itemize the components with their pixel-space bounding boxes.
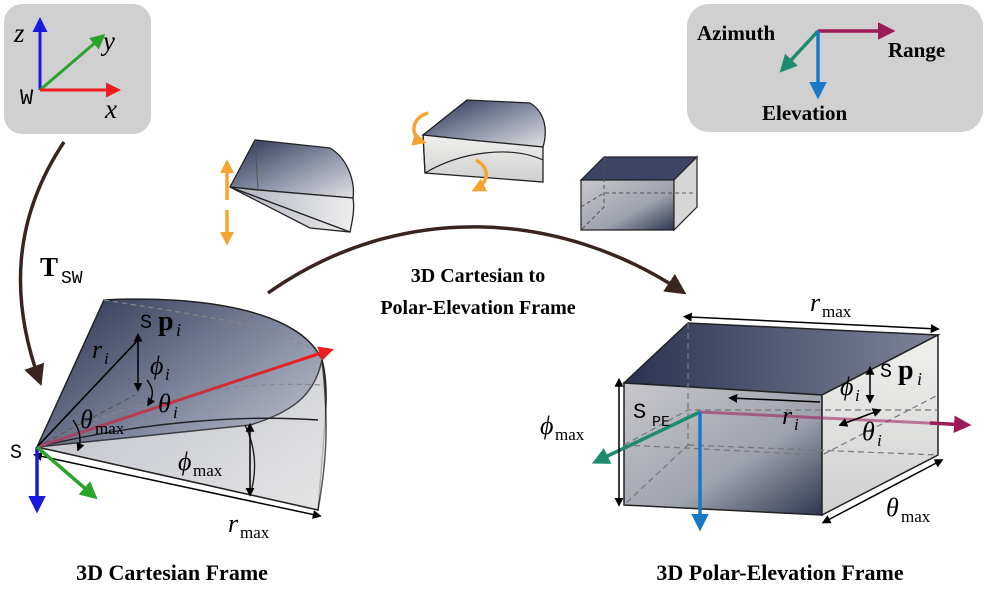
cartesian-point-sub: i [176,320,181,340]
intermediate-box [579,155,699,232]
polar-phi-label: ϕ [840,372,853,401]
polar-phi-sub: i [855,386,860,405]
intermediate-wedge-2 [411,99,546,192]
cartesian-frame: S S p i r i ϕ i θ i θ max ϕ max r max 3D… [10,298,334,585]
polar-point-prefix: S [880,361,892,384]
sensor-axes-legend: Azimuth Range Elevation [687,4,983,132]
polar-theta-max-label: θ [886,493,899,522]
polar-point-label: p [898,355,914,386]
polar-r-max-sub: max [822,302,852,321]
transition-text-line2: Polar-Elevation Frame [380,297,575,319]
polar-origin-label: S [633,400,646,425]
world-x-label: x [104,94,117,124]
polar-point-sub: i [917,369,922,389]
transform-arrow: T SW [18,141,83,386]
cartesian-origin-label: S [10,442,22,465]
point-vector [36,339,139,448]
world-y-axis [39,34,106,92]
cartesian-point-prefix: S [140,312,152,335]
azimuth-label: Azimuth [697,21,775,45]
cartesian-theta-sub: i [173,403,178,422]
sensor-y-axis [35,445,98,500]
polar-caption: 3D Polar-Elevation Frame [656,560,903,585]
polar-phi-max-label: ϕ [540,411,553,440]
frame-transition-arrow: 3D Cartesian to Polar-Elevation Frame [266,225,687,319]
cartesian-theta-label: θ [158,389,171,418]
polar-theta-max-sub: max [901,507,931,526]
world-z-label: z [13,18,25,48]
cartesian-phi-sub: i [165,365,170,384]
polar-r-max-label: r [810,288,821,317]
world-y-label: y [100,26,115,56]
cartesian-phi-label: ϕ [150,351,163,380]
rotate-arrow-bottom [471,158,488,192]
cartesian-r-label: r [92,335,103,364]
polar-origin-sub: PE [652,414,670,431]
world-origin-label: W [20,86,34,111]
cartesian-caption: 3D Cartesian Frame [76,560,268,585]
elevation-label: Elevation [762,101,847,125]
cartesian-phi-max-label: ϕ [178,447,191,476]
cartesian-r-sub: i [104,349,109,368]
polar-r-label: r [782,401,793,430]
polar-elevation-frame: S PE S p i ϕ i r i θ i r max ϕ max θ max… [540,288,972,585]
transition-text-line1: 3D Cartesian to [411,265,545,287]
polar-phi-max-sub: max [555,425,585,444]
azimuth-axis-arrow [779,29,820,73]
world-frame-legend: z y x W [4,4,151,134]
cartesian-theta-max-label: θ [80,405,93,434]
cartesian-r-max-sub: max [240,523,270,542]
polar-r-sub: i [794,415,799,434]
cartesian-range-ray [36,348,331,449]
polar-theta-label: θ [862,417,875,446]
cartesian-theta-max-sub: max [95,419,125,438]
polar-range-ray [699,410,969,427]
transform-subscript: SW [61,269,83,289]
cartesian-r-max-label: r [228,509,239,538]
intermediate-wedge-1 [220,139,355,246]
cartesian-point-label: p [158,306,174,337]
polar-azimuth-axis [591,410,701,464]
range-label: Range [888,38,945,62]
transform-label: T [40,252,58,282]
polar-theta-sub: i [877,431,882,450]
cartesian-phi-max-sub: max [193,461,223,480]
rotate-arrow-top [411,111,429,146]
